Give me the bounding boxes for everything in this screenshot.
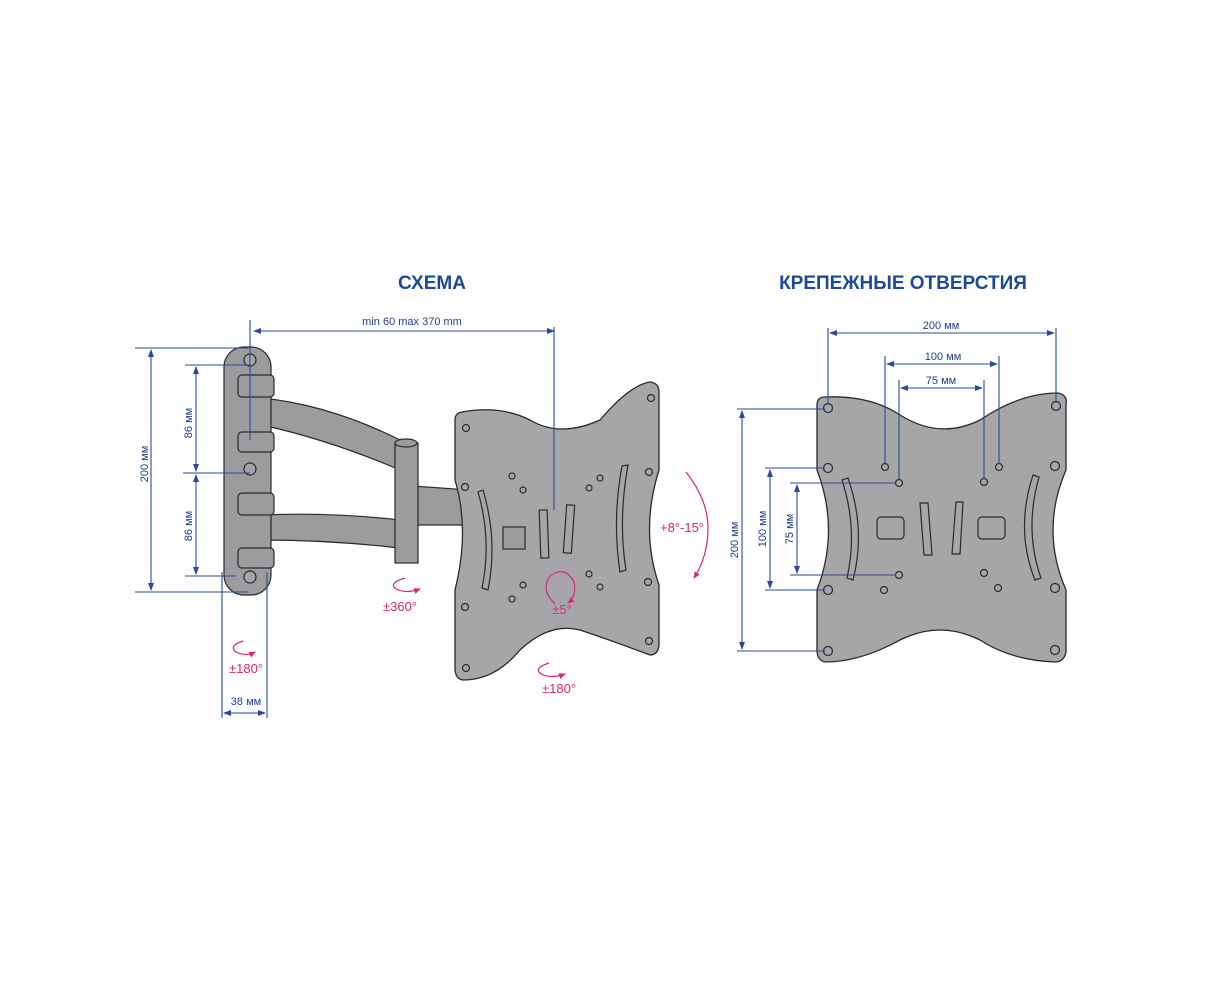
level-rotation-label: ±5° — [552, 602, 572, 617]
total-height-label: 200 мм — [139, 446, 151, 483]
bracket-drawing — [223, 346, 660, 681]
reach-label: min 60 max 370 mm — [362, 316, 462, 328]
height-75-label: 75 мм — [784, 514, 796, 544]
tilt-lock — [502, 526, 526, 550]
mounting-holes-title: КРЕПЕЖНЫЕ ОТВЕРСТИЯ — [779, 273, 1027, 294]
vesa-plate — [816, 392, 1067, 663]
hinge-top — [394, 438, 418, 448]
depth-label: 38 мм — [231, 696, 261, 708]
tv-plate — [454, 381, 660, 681]
width-200-label: 200 мм — [923, 320, 960, 332]
tilt-label: +8°-15° — [660, 520, 704, 535]
arm-rotation-label: ±360° — [383, 599, 417, 614]
swivel-rotation-label: ±180° — [542, 681, 576, 696]
lower-spacing-label: 86 мм — [183, 511, 195, 541]
vesa-dimensions — [737, 328, 1057, 652]
scheme-dimensions — [135, 320, 555, 718]
upper-arm — [261, 397, 401, 471]
upper-spacing-label: 86 мм — [183, 408, 195, 438]
rotation-arrows — [232, 471, 709, 679]
wall-hinge — [237, 547, 275, 569]
wall-hole — [243, 570, 257, 584]
arm-hinge — [394, 442, 419, 564]
width-75-label: 75 мм — [926, 375, 956, 387]
wall-hinge — [237, 374, 275, 398]
wall-hinge — [237, 492, 275, 516]
wall-rotation-label: ±180° — [229, 661, 263, 676]
wall-hinge — [237, 431, 275, 453]
lower-arm — [261, 513, 401, 549]
height-100-label: 100 мм — [757, 511, 769, 548]
scheme-title: СХЕМА — [398, 273, 466, 294]
height-200-label: 200 мм — [729, 522, 741, 559]
wall-hole — [243, 462, 257, 476]
width-100-label: 100 мм — [925, 351, 962, 363]
